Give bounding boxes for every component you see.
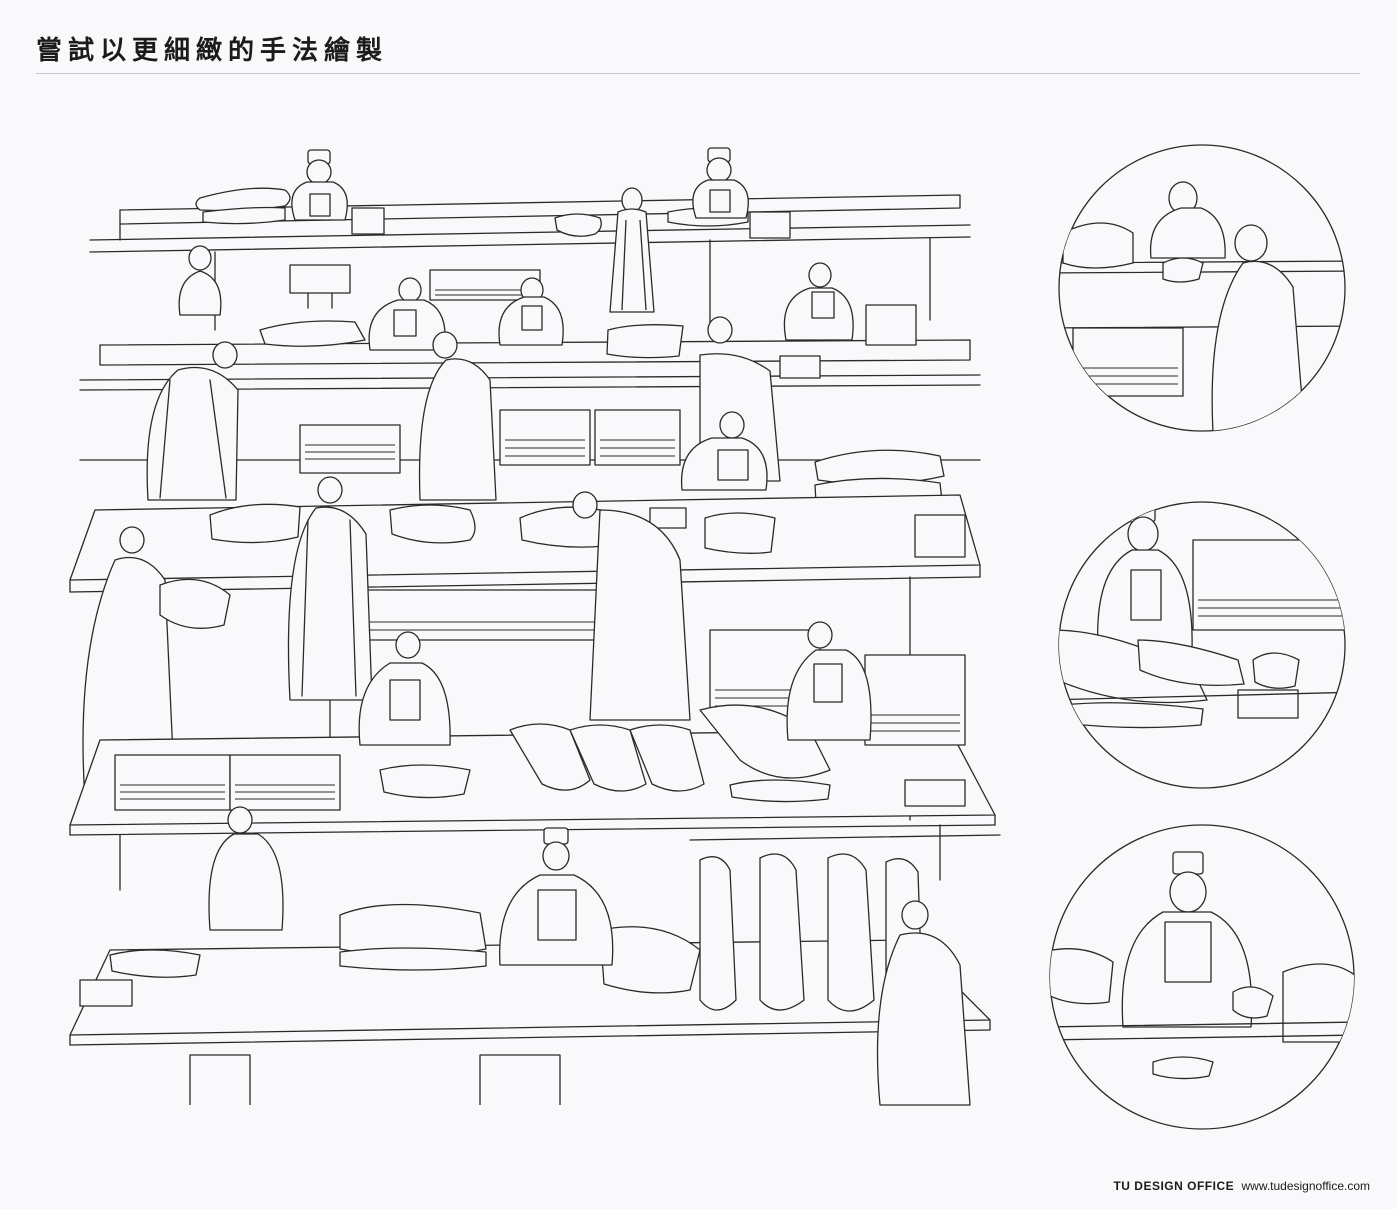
title-divider bbox=[36, 73, 1360, 74]
footer-credit: TU DESIGN OFFICE www.tudesignoffice.com bbox=[1113, 1179, 1370, 1193]
detail-circle-middle bbox=[1058, 501, 1346, 789]
worker-figure bbox=[178, 245, 222, 316]
worker-figure bbox=[609, 187, 655, 313]
worker-figure bbox=[287, 476, 373, 701]
worker-figure bbox=[786, 621, 872, 741]
worker-figure bbox=[358, 631, 451, 746]
worker-figure bbox=[368, 277, 446, 351]
worker-figure bbox=[876, 900, 971, 1106]
worker-figure bbox=[498, 277, 564, 346]
footer-brand: TU DESIGN OFFICE bbox=[1113, 1179, 1235, 1193]
worker-figure bbox=[418, 331, 497, 501]
worker-figure bbox=[146, 341, 239, 501]
butcher-workshop-illustration bbox=[69, 147, 1001, 1106]
worker-figure bbox=[680, 411, 768, 491]
tier-4-table bbox=[69, 629, 996, 891]
worker-figure bbox=[692, 147, 749, 219]
worker-figure bbox=[289, 149, 351, 309]
worker-figure bbox=[499, 827, 614, 966]
detail-circle-top bbox=[1058, 144, 1346, 432]
worker-figure bbox=[208, 806, 284, 931]
worker-figure bbox=[189, 1054, 561, 1105]
page-title: 嘗試以更細緻的手法繪製 bbox=[36, 36, 389, 66]
worker-figure bbox=[783, 262, 854, 341]
footer-url[interactable]: www.tudesignoffice.com bbox=[1241, 1179, 1370, 1193]
tier-5-table bbox=[69, 834, 1001, 1046]
worker-figure bbox=[572, 491, 691, 721]
detail-circle-bottom bbox=[1049, 824, 1355, 1130]
